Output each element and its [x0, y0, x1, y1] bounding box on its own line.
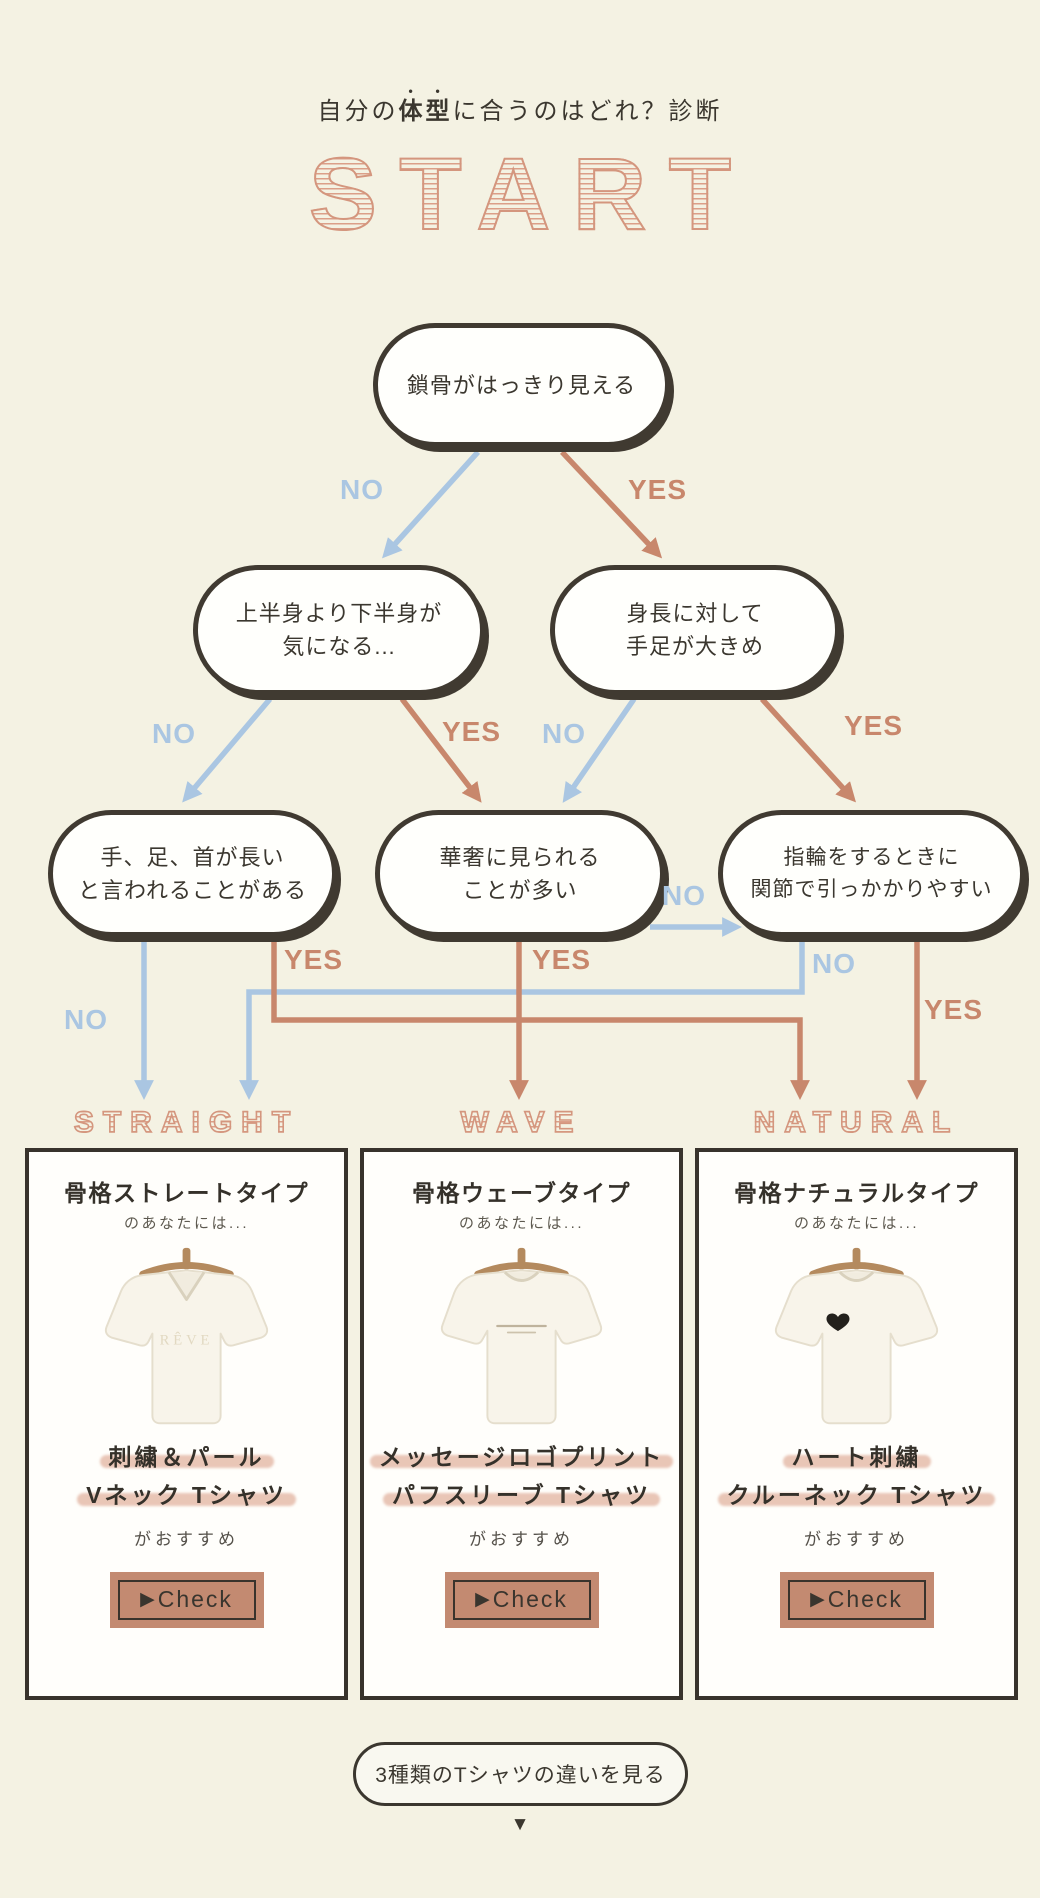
card-subtitle: のあなたには...: [123, 1215, 249, 1232]
hanger-stem: [182, 1247, 191, 1270]
edge-label-no: NO: [152, 718, 196, 749]
edge-label-yes: YES: [284, 944, 344, 975]
play-icon: ▶: [810, 1589, 825, 1611]
result-card-wave: 骨格ウェーブタイプ のあなたには... メッセージロゴプリントパフスリーブ Tシ…: [360, 1148, 683, 1700]
question-slender-look: 華奢に見られることが多い: [375, 810, 665, 937]
page-title: 自分の体型に合うのはどれ？診断: [317, 98, 723, 125]
crewneck-line: [838, 1271, 875, 1282]
edge-label-no: NO: [812, 948, 856, 979]
vneck-line: [167, 1271, 206, 1301]
question-ring-knuckle: 指輪をするときに関節で引っかかりやすい: [718, 810, 1025, 937]
question-collarbone: 鎖骨がはっきり見える: [373, 323, 670, 447]
message-print-line2: [506, 1331, 537, 1334]
edge-q1-no: [382, 450, 481, 559]
result-card-natural: 骨格ナチュラルタイプ のあなたには... ハート刺繍クルーネック Tシャツ がお…: [695, 1148, 1018, 1700]
tshirt-body: [440, 1269, 603, 1425]
type-label-straight: STRAIGHT: [25, 1105, 348, 1140]
tshirt-image-vneck: RÊVE: [104, 1247, 269, 1425]
edge-label-no: NO: [662, 880, 706, 911]
recommend-text: がおすすめ: [804, 1529, 909, 1549]
edge-label-yes: YES: [628, 474, 688, 505]
edge-label-yes: YES: [924, 994, 984, 1025]
recommend-text: がおすすめ: [469, 1529, 574, 1549]
question-big-hands-feet: 身長に対して手足が大きめ: [550, 565, 840, 695]
card-subtitle: のあなたには...: [458, 1215, 584, 1232]
tshirt-print-text: RÊVE: [160, 1331, 214, 1348]
card-title: 骨格ストレートタイプ: [64, 1180, 309, 1206]
hanger-stem: [517, 1247, 526, 1270]
hanger-stem: [852, 1247, 861, 1270]
edge-q2-no: [182, 697, 273, 803]
check-button-natural[interactable]: ▶ Check: [787, 1579, 926, 1620]
edge-label-yes: YES: [532, 944, 592, 975]
edge-label-no: NO: [542, 718, 586, 749]
card-subtitle: のあなたには...: [793, 1215, 919, 1232]
recommend-text: がおすすめ: [134, 1529, 239, 1549]
edge-label-no: NO: [340, 474, 384, 505]
start-label: START: [0, 137, 1040, 251]
check-button-straight[interactable]: ▶ Check: [117, 1579, 256, 1620]
play-icon: ▶: [475, 1589, 490, 1611]
message-print-line1: [496, 1324, 547, 1328]
heart-icon: [826, 1313, 850, 1332]
edge-label-yes: YES: [844, 710, 904, 741]
edge-label-no: NO: [64, 1004, 108, 1035]
product-name: ハート刺繍クルーネック Tシャツ: [726, 1444, 987, 1508]
check-button-wave[interactable]: ▶ Check: [452, 1579, 591, 1620]
question-long-limbs: 手、足、首が長いと言われることがある: [48, 810, 337, 937]
tshirt-body: [774, 1269, 939, 1425]
card-title: 骨格ウェーブタイプ: [411, 1180, 632, 1206]
crewneck-line: [503, 1271, 540, 1282]
edge-q2-yes: [399, 697, 482, 803]
card-title: 骨格ナチュラルタイプ: [734, 1180, 979, 1206]
play-icon: ▶: [140, 1589, 155, 1611]
product-name: メッセージロゴプリントパフスリーブ Tシャツ: [378, 1444, 665, 1508]
down-triangle-icon: ▼: [510, 1814, 530, 1835]
title-emphasized-word: 体型: [398, 98, 453, 125]
edge-label-yes: YES: [442, 716, 502, 747]
compare-tshirts-button[interactable]: 3種類のTシャツの違いを見る: [353, 1742, 688, 1806]
edge-q3-yes: [759, 697, 856, 803]
tshirt-body: [104, 1269, 269, 1425]
tshirt-image-heart-crewneck: [774, 1247, 939, 1425]
tshirt-image-puff-sleeve: [440, 1247, 603, 1425]
question-lower-body: 上半身より下半身が気になる...: [193, 565, 485, 695]
type-label-natural: NATURAL: [695, 1105, 1018, 1140]
type-label-wave: WAVE: [360, 1105, 683, 1140]
